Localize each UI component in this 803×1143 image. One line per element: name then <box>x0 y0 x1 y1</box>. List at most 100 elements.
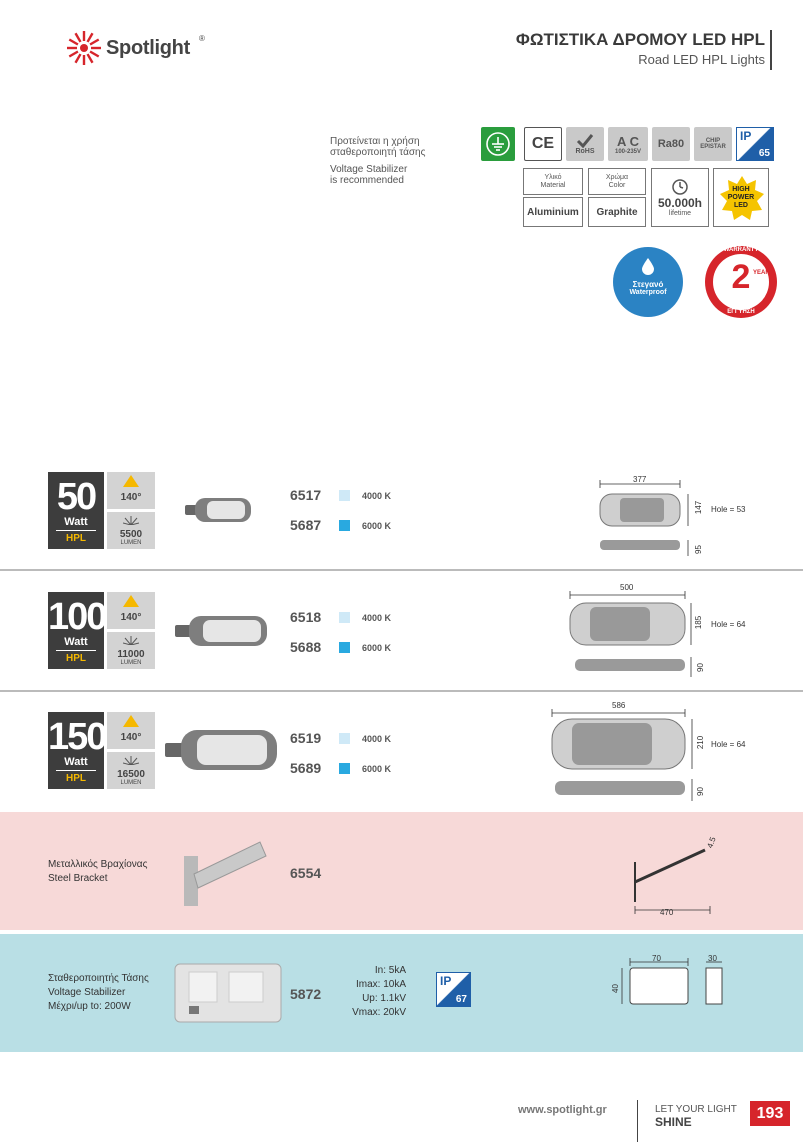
lumen-label: LUMEN <box>120 660 142 666</box>
hpl-label: HPL <box>66 533 86 544</box>
lifetime-box: 50.000h lifetime <box>651 168 709 227</box>
swatch-6000k <box>339 763 350 774</box>
lumen-value: 11000 <box>117 649 145 660</box>
stabilizer-label-max: Μέχρι/up to: 200W <box>48 1001 131 1012</box>
ip67-badge: IP 67 <box>436 972 471 1007</box>
page-subtitle: Road LED HPL Lights <box>638 52 765 67</box>
hole-size: Hole = 64 <box>711 620 746 629</box>
beam-angle-box: 140° <box>107 472 155 509</box>
swatch-4000k <box>339 612 350 623</box>
row-divider <box>0 690 803 692</box>
ce-label: CE <box>531 135 555 152</box>
dimension-drawing-50w <box>599 480 689 556</box>
ip67-label-bottom: 67 <box>455 994 467 1005</box>
material-label-gr: Υλικό <box>544 173 562 181</box>
light-rays-icon <box>122 756 140 766</box>
note-en-line1: Voltage Stabilizer <box>330 164 408 175</box>
stabilizer-dim-depth: 30 <box>708 954 717 963</box>
dim-depth: 90 <box>695 663 705 672</box>
note-gr-line2: σταθεροποιητή τάσης <box>330 147 426 158</box>
clock-icon <box>672 178 688 195</box>
waterproof-label-gr: Στεγανό <box>632 280 664 289</box>
material-value-box: Aluminium <box>523 197 583 227</box>
brand-registered-mark: ® <box>199 34 205 43</box>
brand-name: Spotlight <box>106 37 190 59</box>
stabilizer-label-gr: Σταθεροποιητής Τάσης <box>48 973 149 984</box>
dimension-drawing-150w <box>551 709 693 801</box>
hole-size: Hole = 53 <box>711 505 746 514</box>
beam-angle: 140° <box>120 492 142 503</box>
lumen-value: 5500 <box>119 529 143 540</box>
note-en-line2: is recommended <box>330 175 404 186</box>
footer-divider <box>637 1100 638 1142</box>
color-value-box: Graphite <box>588 197 646 227</box>
beam-angle-icon <box>123 475 139 487</box>
warranty-bottom: ΕΓΓΥΗΣΗ <box>727 309 755 315</box>
product-image-50w <box>185 498 251 522</box>
lumen-label: LUMEN <box>120 540 142 546</box>
hpl-label: HPL <box>66 653 86 664</box>
spec-vmax: Vmax: 20kV <box>352 1007 406 1018</box>
brand-logo: Spotlight ® <box>66 30 216 70</box>
ac-label: A C <box>617 133 639 149</box>
row-divider <box>0 569 803 571</box>
spec-imax: Imax: 10kA <box>355 979 406 990</box>
color-value: Graphite <box>596 206 638 218</box>
cct-6000k: 6000 K <box>362 764 392 774</box>
product-image-150w <box>165 730 277 770</box>
cct-4000k: 4000 K <box>362 613 392 623</box>
beam-angle: 140° <box>120 612 142 623</box>
product-row-150w: 150 Watt HPL 140° 16500 LUMEN 6519 4000 … <box>0 701 803 805</box>
stabilizer-label-en: Voltage Stabilizer <box>48 987 126 998</box>
color-label-gr: Χρώμα <box>605 173 629 181</box>
swatch-6000k <box>339 520 350 531</box>
watt-number: 150 <box>48 716 107 758</box>
spec-in: In: 5kA <box>374 965 406 976</box>
stabilizer-code: 5872 <box>290 986 322 1002</box>
material-label-box: Υλικό Material <box>523 168 583 195</box>
code-4000k: 6519 <box>290 730 322 746</box>
footer-url[interactable]: www.spotlight.gr <box>518 1104 607 1116</box>
ra-cert: Ra80 <box>652 127 690 161</box>
lumen-value: 16500 <box>117 769 145 780</box>
lumen-box: 5500 LUMEN <box>107 512 155 549</box>
chip-cert: CHIP EPISTAR <box>694 127 732 161</box>
dim-height: 147 <box>694 500 704 515</box>
lifetime-value: 50.000h <box>657 195 703 210</box>
swatch-6000k <box>339 642 350 653</box>
header-divider <box>770 30 772 70</box>
stabilizer-specs: In: 5kA Imax: 10kA Up: 1.1kV Vmax: 20kV <box>338 964 406 1020</box>
swatch-4000k <box>339 490 350 501</box>
beam-angle: 140° <box>120 732 142 743</box>
slogan-line1: LET YOUR LIGHT <box>655 1104 737 1115</box>
cct-4000k: 4000 K <box>362 734 392 744</box>
waterproof-badge: Στεγανό Waterproof <box>613 247 683 317</box>
lifetime-label: lifetime <box>668 209 692 217</box>
stabilizer-band: Σταθεροποιητής Τάσης Voltage Stabilizer … <box>0 934 803 1052</box>
high-power-2: POWER <box>727 193 755 201</box>
code-4000k: 6517 <box>290 487 322 503</box>
high-power-box: HIGH POWER LED <box>713 168 769 227</box>
bracket-label-en: Steel Bracket <box>48 873 108 884</box>
warranty-top: WARRANTY <box>723 247 759 253</box>
rohs-cert: RoHS <box>566 127 604 161</box>
code-4000k: 6518 <box>290 609 322 625</box>
code-6000k: 5688 <box>290 639 322 655</box>
stabilizer-dim-height: 40 <box>610 984 620 993</box>
swatch-4000k <box>339 733 350 744</box>
watt-box: 100 Watt HPL <box>48 592 107 669</box>
stabilizer-dim-width: 70 <box>652 954 661 963</box>
bracket-band: Μεταλλικός Βραχίονας Steel Bracket 6554 … <box>0 812 803 930</box>
footer-slogan: LET YOUR LIGHT SHINE <box>655 1104 737 1128</box>
high-power-1: HIGH <box>732 185 750 193</box>
watt-number: 50 <box>56 476 97 518</box>
bracket-code: 6554 <box>290 865 322 881</box>
hpl-label: HPL <box>66 773 86 784</box>
watt-number: 100 <box>48 596 107 638</box>
dim-width: 500 <box>620 583 634 592</box>
cct-6000k: 6000 K <box>362 521 392 531</box>
ground-icon <box>486 132 510 156</box>
product-row-100w: 100 Watt HPL 140° 11000 LUMEN 6518 4000 … <box>0 583 803 685</box>
beam-angle-icon <box>123 595 139 607</box>
watt-label: Watt <box>64 516 88 528</box>
